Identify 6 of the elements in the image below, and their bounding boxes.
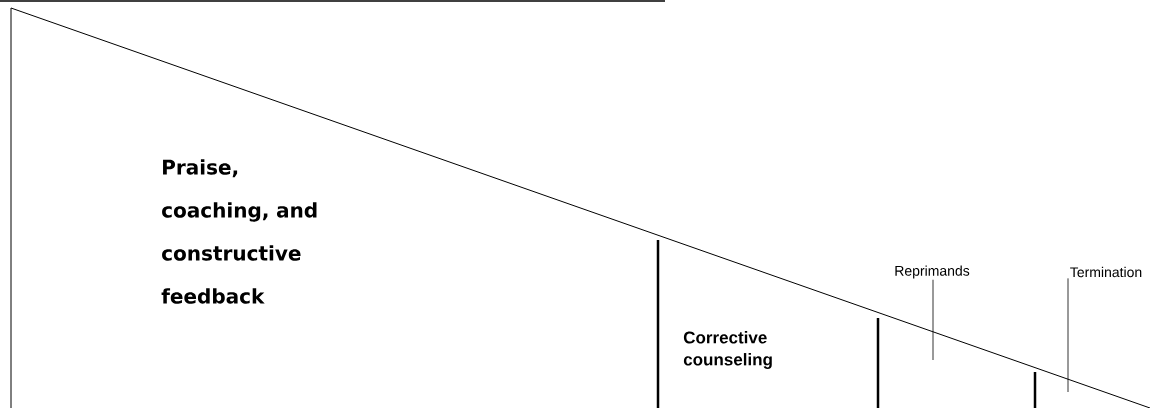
leader-line	[932, 279, 934, 361]
callout-label: Termination	[1070, 266, 1142, 278]
callout-label: Reprimands	[895, 265, 970, 279]
region-label: Corrective counseling	[683, 331, 772, 369]
region-label: Praise, coaching, and constructive feedback	[161, 159, 317, 304]
leader-line	[1067, 277, 1069, 393]
